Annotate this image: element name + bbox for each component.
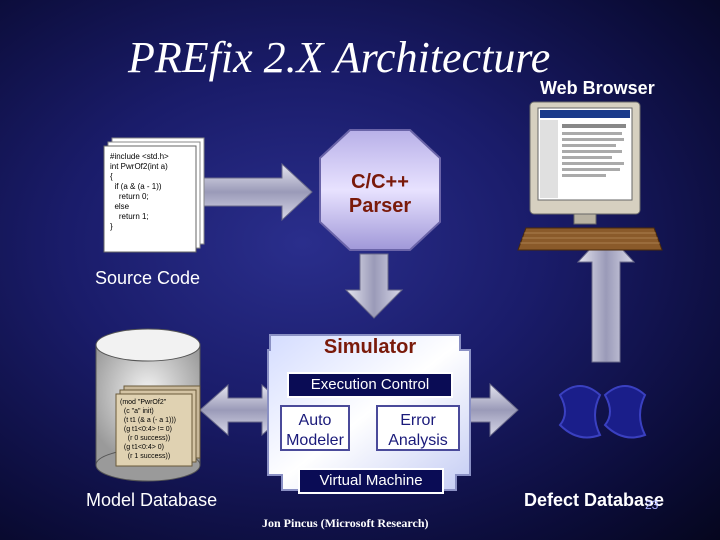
web-browser-label: Web Browser — [540, 78, 655, 98]
arrow-parser-to-simulator — [344, 253, 404, 319]
defect-database-label: Defect Database — [524, 490, 665, 510]
page-number: 23 — [645, 498, 659, 512]
simulator-title: Simulator — [323, 336, 417, 358]
keyboard-icon — [517, 227, 663, 251]
defect-database-icon — [558, 385, 647, 439]
arrow-defect-to-browser — [576, 231, 636, 363]
source-code-label: Source Code — [95, 268, 201, 288]
execution-control-bar: Execution Control — [287, 372, 453, 398]
model-text: (mod "PwrOf2" (c "a" init) (t t1 (& a (-… — [120, 399, 177, 460]
source-code-document — [103, 145, 197, 253]
parser-hexagon — [319, 129, 441, 251]
model-document — [115, 393, 193, 467]
parser-label: C/C++ Parser — [348, 171, 412, 217]
error-analysis-box: Error Analysis — [376, 405, 460, 451]
arrow-source-to-parser — [199, 162, 313, 222]
source-code-text: #include <std.h> int PwrOf2(int a) { if … — [110, 152, 169, 231]
footer: Jon Pincus (Microsoft Research) — [262, 516, 429, 530]
model-database-label: Model Database — [86, 490, 218, 510]
auto-modeler-box: Auto Modeler — [280, 405, 350, 451]
slide-title: PREfix 2.X Architecture — [128, 33, 551, 82]
virtual-machine-bar: Virtual Machine — [298, 468, 444, 494]
monitor-icon — [529, 101, 641, 225]
